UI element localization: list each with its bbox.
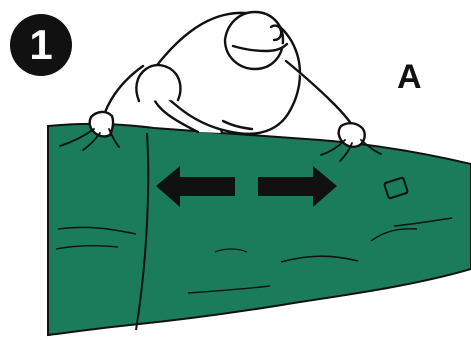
cover-group <box>48 124 471 335</box>
person-hand-left <box>90 112 113 136</box>
step-number-badge: 1 <box>10 14 72 76</box>
person-knee <box>136 65 180 101</box>
callout-label: A <box>397 60 422 94</box>
